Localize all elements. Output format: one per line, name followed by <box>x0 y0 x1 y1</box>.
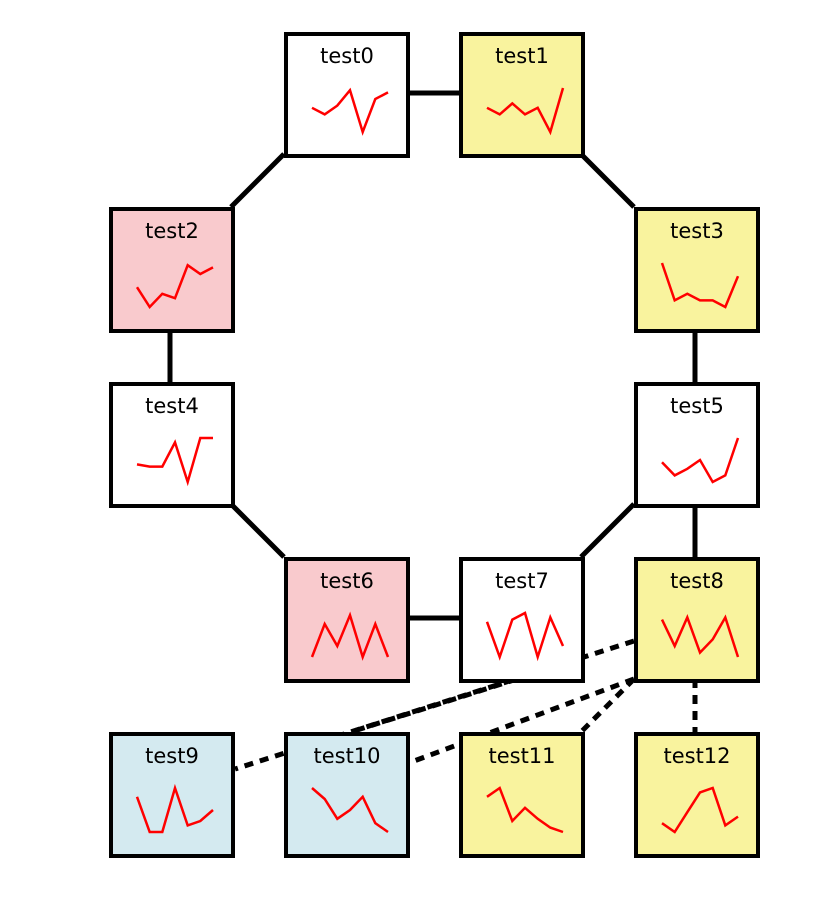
node-test10[interactable]: test10 <box>284 732 410 858</box>
sparkline-test8 <box>660 614 740 658</box>
edge-test4-test6 <box>229 502 286 559</box>
node-test3[interactable]: test3 <box>634 207 760 333</box>
node-label-test4: test4 <box>145 394 199 418</box>
edge-test8-test10 <box>405 676 635 767</box>
sparkline-path-test4 <box>136 436 213 487</box>
sparkline-test9 <box>135 783 214 834</box>
sparkline-test10 <box>311 787 389 834</box>
sparkline-path-test11 <box>486 786 564 834</box>
node-label-test6: test6 <box>320 569 374 593</box>
node-test9[interactable]: test9 <box>109 732 235 858</box>
sparkline-path-test2 <box>135 263 214 310</box>
sparkline-path-test5 <box>661 437 740 484</box>
sparkline-test12 <box>661 786 739 834</box>
node-label-test1: test1 <box>495 44 549 68</box>
node-label-test3: test3 <box>670 219 724 243</box>
edge-test1-test3 <box>579 152 636 209</box>
sparkline-test4 <box>136 436 213 487</box>
sparkline-path-test6 <box>310 611 390 661</box>
sparkline-path-test7 <box>485 611 565 662</box>
sparkline-test2 <box>135 263 214 310</box>
sparkline-path-test0 <box>311 87 389 136</box>
node-label-test9: test9 <box>145 744 199 768</box>
node-test7[interactable]: test7 <box>459 557 585 683</box>
edge-test0-test2 <box>229 152 286 209</box>
node-label-test2: test2 <box>145 219 199 243</box>
node-test1[interactable]: test1 <box>459 32 585 158</box>
sparkline-path-test1 <box>486 87 565 136</box>
node-label-test8: test8 <box>670 569 724 593</box>
sparkline-test6 <box>310 611 390 661</box>
sparkline-path-test8 <box>660 614 740 658</box>
sparkline-test11 <box>486 786 564 834</box>
sparkline-test0 <box>311 87 389 136</box>
node-label-test5: test5 <box>670 394 724 418</box>
node-label-test11: test11 <box>488 744 556 768</box>
node-label-test0: test0 <box>320 44 374 68</box>
node-test4[interactable]: test4 <box>109 382 235 508</box>
sparkline-test1 <box>486 87 565 136</box>
node-test12[interactable]: test12 <box>634 732 760 858</box>
sparkline-test5 <box>661 437 740 484</box>
node-label-test10: test10 <box>313 744 381 768</box>
node-test11[interactable]: test11 <box>459 732 585 858</box>
sparkline-path-test12 <box>661 786 739 834</box>
node-label-test7: test7 <box>495 569 549 593</box>
sparkline-test7 <box>485 611 565 662</box>
node-label-test12: test12 <box>663 744 731 768</box>
sparkline-path-test9 <box>135 783 214 834</box>
node-test8[interactable]: test8 <box>634 557 760 683</box>
node-test0[interactable]: test0 <box>284 32 410 158</box>
sparkline-test3 <box>660 262 740 309</box>
edge-test8-test11 <box>579 677 636 734</box>
sparkline-path-test10 <box>311 787 389 834</box>
node-test5[interactable]: test5 <box>634 382 760 508</box>
node-test6[interactable]: test6 <box>284 557 410 683</box>
edge-test5-test7 <box>579 502 636 559</box>
node-test2[interactable]: test2 <box>109 207 235 333</box>
sparkline-path-test3 <box>660 262 740 309</box>
